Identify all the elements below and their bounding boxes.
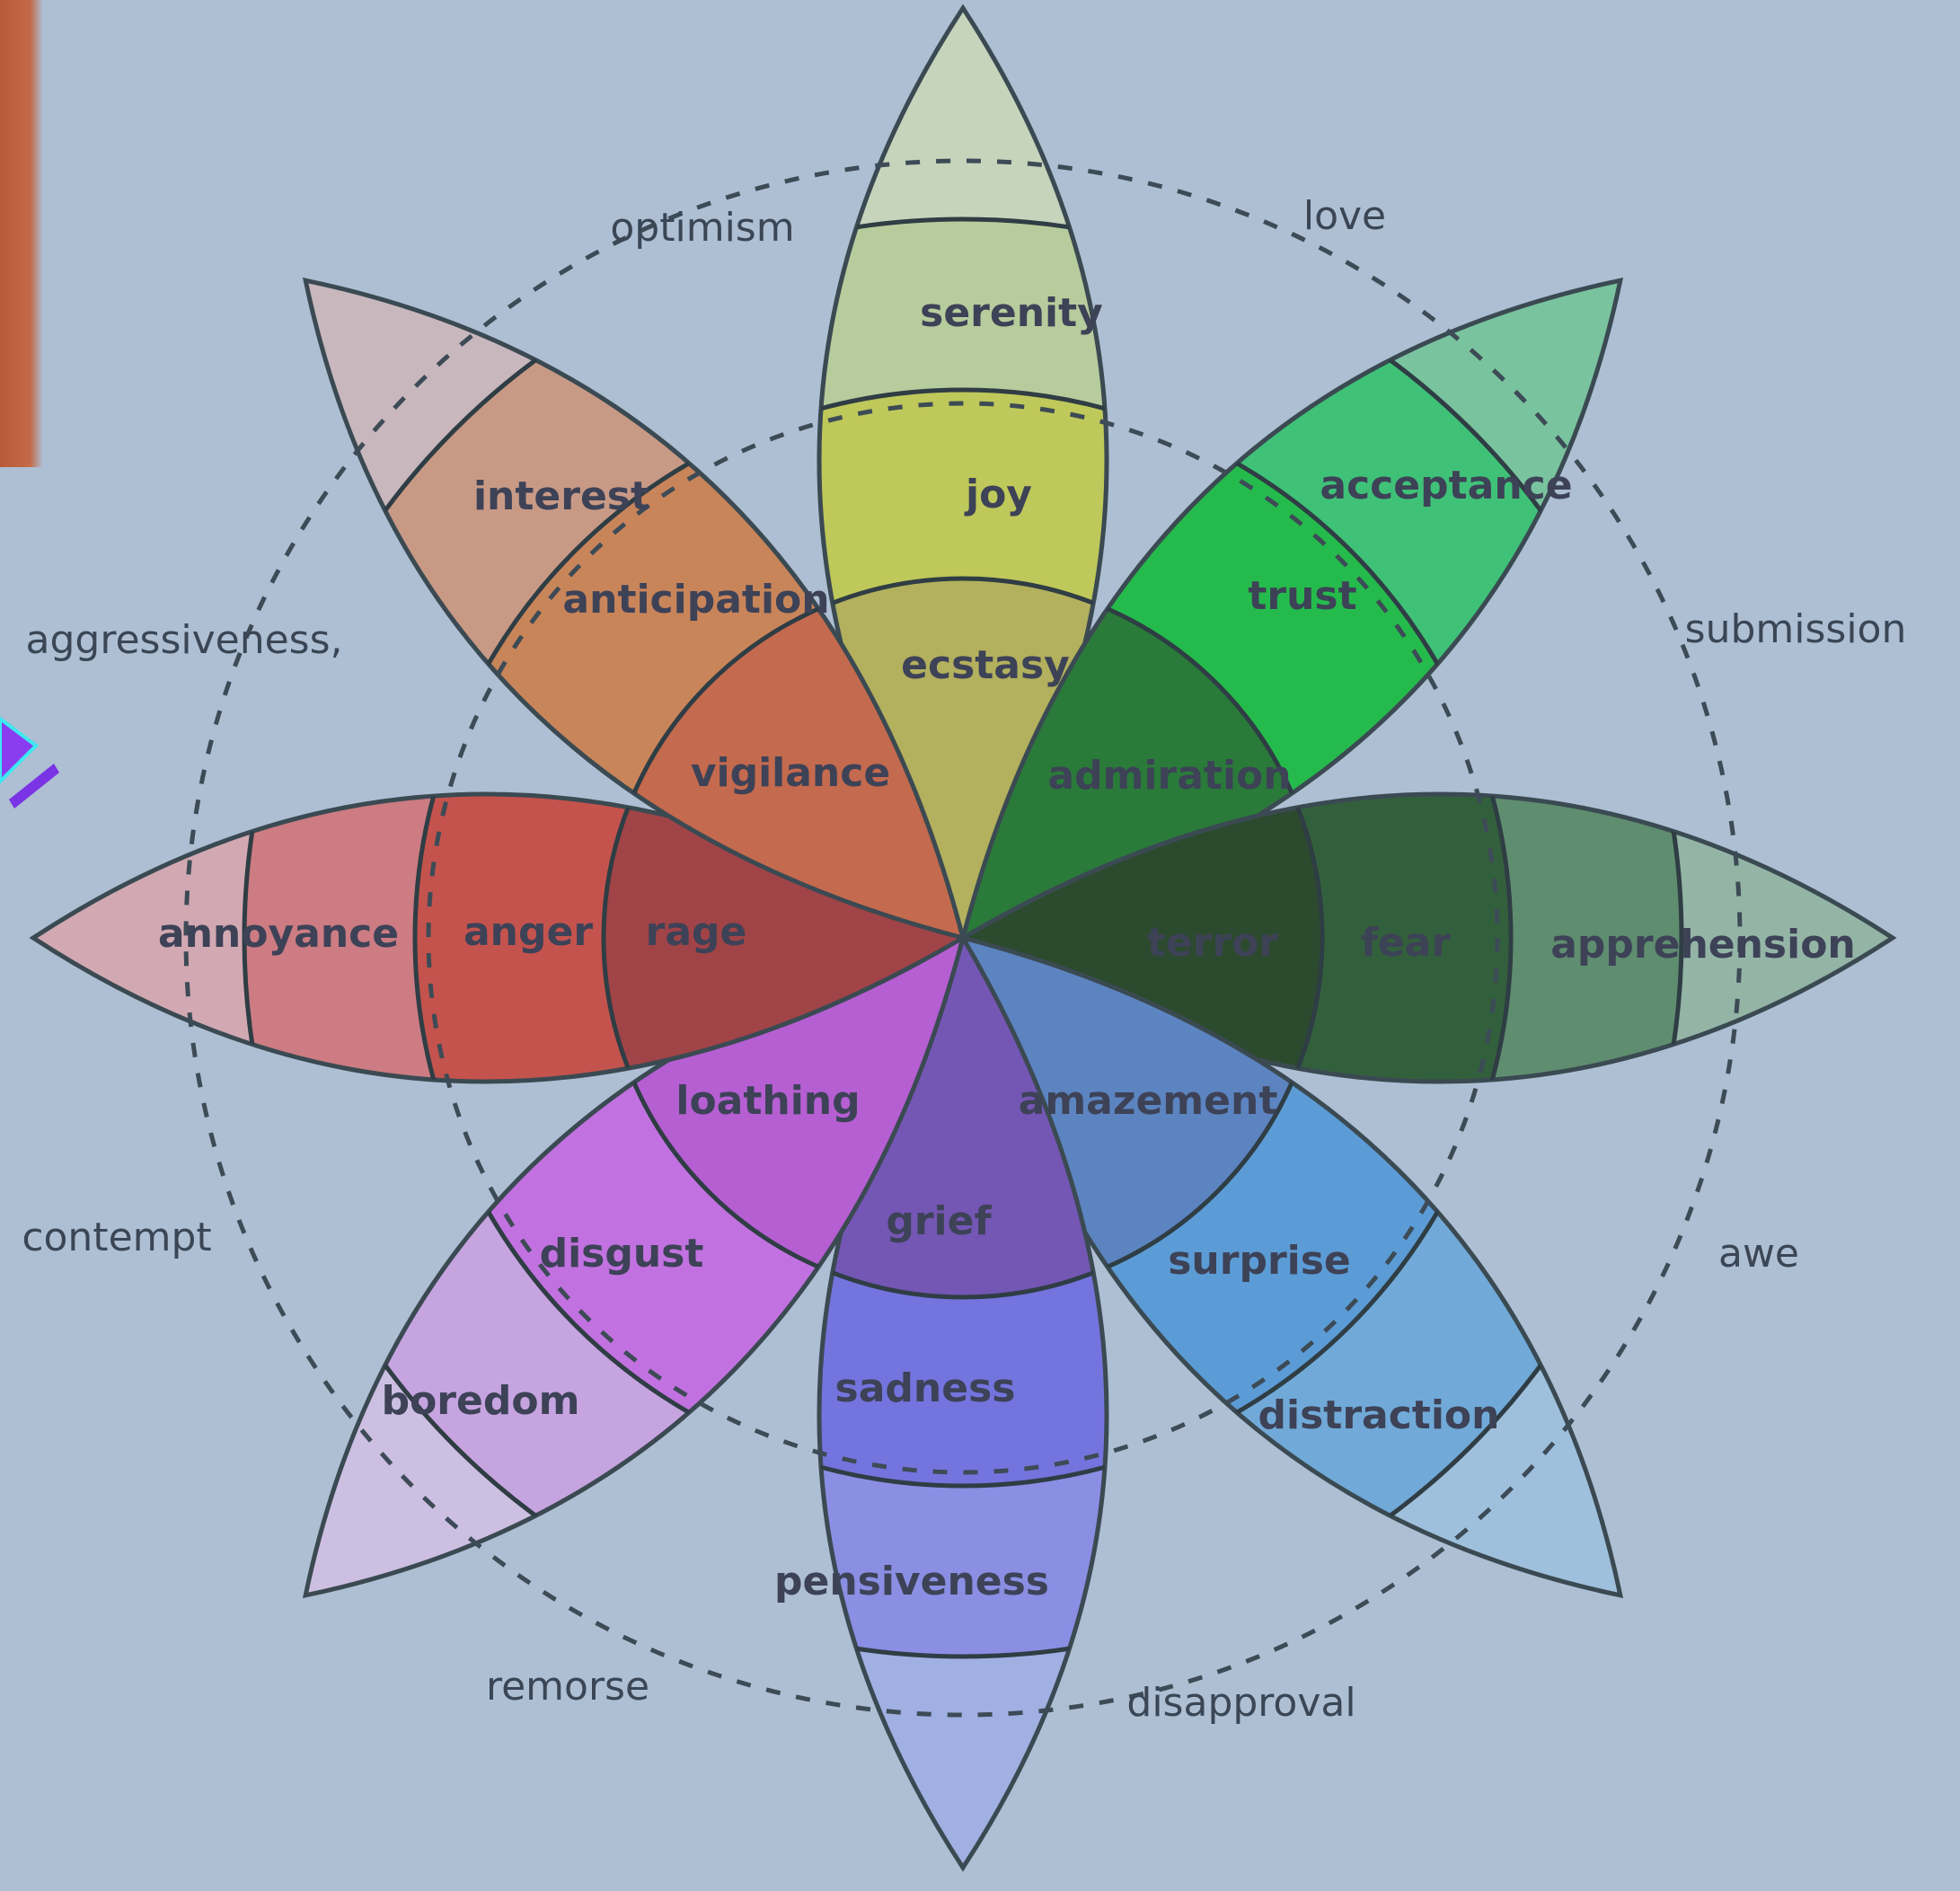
petal-label-admiration: admiration (1047, 753, 1291, 799)
petal-trust (959, 277, 1624, 941)
slide-edge-strip (0, 0, 43, 467)
dyad-label-remorse: remorse (486, 1664, 649, 1710)
petal-surprise-outline (959, 934, 1624, 1599)
petal-label-vigilance: vigilance (691, 750, 890, 796)
petal-label-annoyance: annoyance (158, 911, 399, 957)
petal-label-joy: joy (964, 472, 1032, 517)
petal-label-ecstasy: ecstasy (901, 642, 1070, 688)
petal-fear-outline (958, 791, 1897, 1084)
ring-middle-boundary (412, 387, 1514, 1489)
petals-layer (29, 4, 1897, 1872)
dashed-ring-inner (426, 401, 1500, 1475)
petal-label-terror: terror (1147, 920, 1279, 966)
ring-inner-boundary (601, 576, 1325, 1300)
rings-layer (183, 158, 1743, 1718)
petal-label-anticipation: anticipation (562, 577, 829, 623)
petal-label-distraction: distraction (1258, 1392, 1500, 1438)
petal-label-acceptance: acceptance (1320, 463, 1572, 508)
petal-joy-inner-band (819, 579, 1107, 938)
petal-label-amazement: amazement (1019, 1078, 1278, 1124)
petal-label-interest: interest (473, 473, 649, 519)
dyad-label-disapproval: disapproval (1126, 1680, 1355, 1726)
petal-label-rage: rage (646, 909, 747, 955)
dashed-ring-outer (183, 158, 1743, 1718)
petal-label-disgust: disgust (540, 1231, 704, 1277)
petal-anger (29, 791, 967, 1084)
petal-disgust-outline (302, 934, 967, 1599)
dyad-label-love: love (1303, 193, 1386, 239)
petal-label-surprise: surprise (1168, 1238, 1351, 1284)
petal-label-fear: fear (1361, 920, 1452, 966)
petal-disgust (302, 934, 967, 1599)
petal-anticipation (302, 277, 967, 941)
petal-sadness-outline (817, 933, 1109, 1872)
petal-anger-outline (29, 791, 967, 1084)
petal-label-anger: anger (464, 909, 593, 955)
labels-layer: serenity joy ecstasy acceptance trust ad… (22, 193, 1906, 1726)
petal-fear (958, 791, 1897, 1084)
petal-joy-outline (817, 4, 1109, 942)
dyad-label-submission: submission (1685, 606, 1907, 652)
dyad-label-awe: awe (1718, 1231, 1799, 1277)
petal-anticipation-outline (302, 277, 967, 941)
petal-label-apprehension: apprehension (1550, 922, 1856, 968)
ring-outer-boundary (242, 216, 1684, 1659)
petal-label-trust: trust (1248, 573, 1356, 619)
dyad-label-optimism: optimism (610, 205, 794, 251)
petal-sadness (817, 933, 1109, 1872)
petal-trust-outline (959, 277, 1624, 941)
dyad-label-contempt: contempt (22, 1215, 211, 1260)
petal-joy (817, 4, 1109, 942)
petal-anger-inner-band (604, 794, 963, 1082)
cursor-glyph-icon (0, 716, 59, 809)
petal-label-sadness: sadness (835, 1365, 1016, 1411)
petal-sadness-inner-band (819, 938, 1107, 1297)
petal-label-grief: grief (886, 1198, 992, 1244)
petal-surprise (959, 934, 1624, 1599)
petal-label-loathing: loathing (675, 1078, 860, 1124)
petal-label-serenity: serenity (920, 290, 1103, 336)
petal-label-pensiveness: pensiveness (774, 1559, 1049, 1604)
petal-label-boredom: boredom (382, 1378, 580, 1424)
dyad-label-aggressiveness: aggressiveness, (26, 617, 343, 663)
petal-fear-inner-band (963, 794, 1322, 1082)
